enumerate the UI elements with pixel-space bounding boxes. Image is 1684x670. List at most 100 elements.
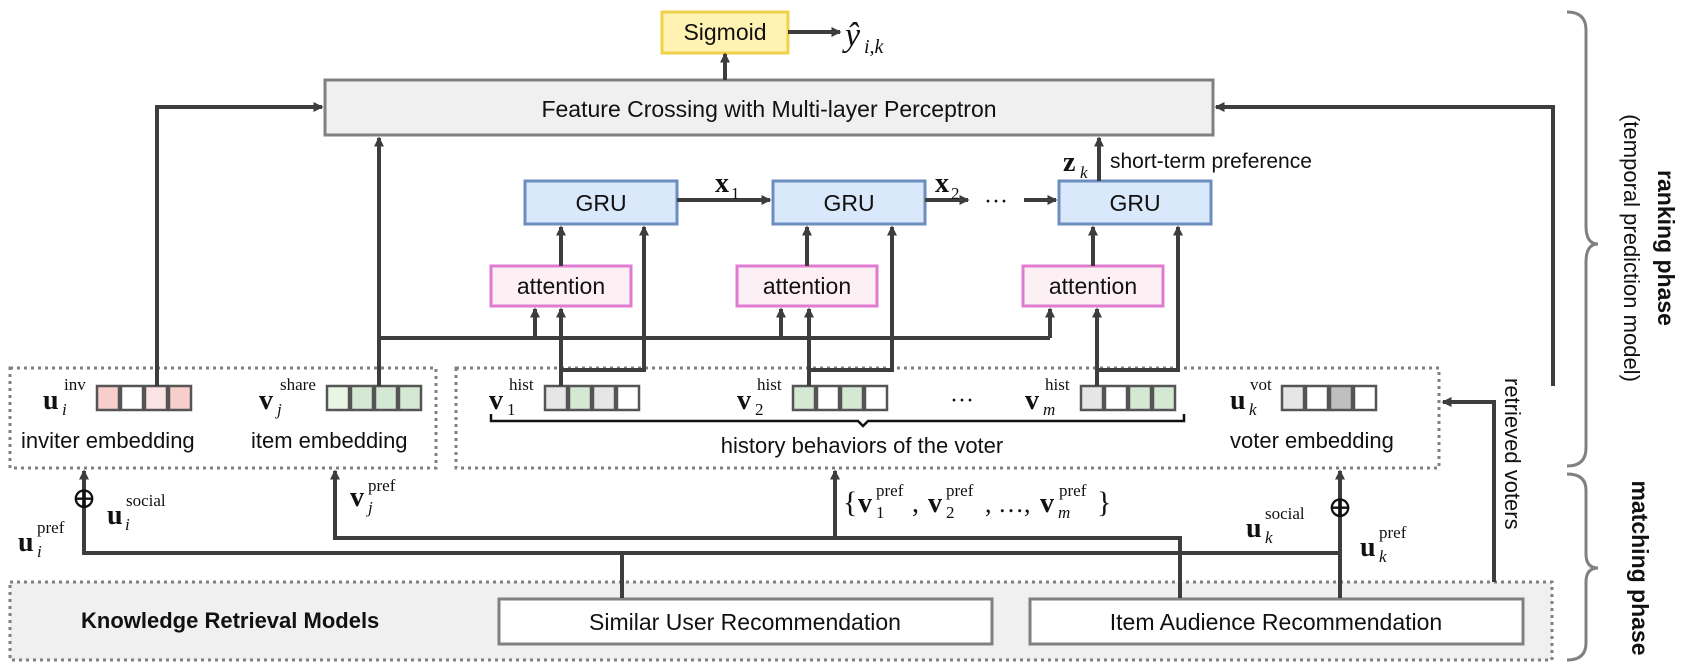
u-k-pref-sub: k <box>1379 547 1387 566</box>
set-v2-sup: pref <box>946 481 974 500</box>
set-v2: v <box>928 488 942 519</box>
v-j-pref: v <box>350 482 364 513</box>
set-vm: v <box>1040 488 1054 519</box>
item-embedding-cells <box>325 384 423 412</box>
u-i-pref-sub: i <box>37 542 42 561</box>
attention-box-3: attention <box>1021 264 1165 308</box>
set-mid: , …, <box>985 489 1031 518</box>
hist-1-embedding: v 1 hist <box>489 375 534 419</box>
v-j-pref-sub: j <box>366 498 373 517</box>
v-j-sup: share <box>280 375 316 394</box>
matching-brace <box>1566 472 1599 662</box>
set-close: } <box>1097 486 1111 519</box>
gru-label-1: GRU <box>575 190 626 216</box>
feature-crossing-box: Feature Crossing with Multi-layer Percep… <box>323 78 1215 137</box>
hist-m-embedding: v m hist <box>1025 375 1070 419</box>
set-comma: , <box>912 488 919 519</box>
u-i-social-sub: i <box>125 515 130 534</box>
oplus-i: ⊕ <box>71 482 96 515</box>
u-k-pref-label: u k pref <box>1360 523 1407 566</box>
history-brace <box>489 414 1186 428</box>
feature-crossing-label: Feature Crossing with Multi-layer Percep… <box>541 96 996 122</box>
gru-label-2: GRU <box>823 190 874 216</box>
u-i-sub: i <box>62 400 67 419</box>
sigmoid-label: Sigmoid <box>683 19 766 45</box>
set-open: { <box>843 486 857 519</box>
u-k-vot: u <box>1230 385 1246 416</box>
x2-sub: 2 <box>951 184 960 203</box>
knowledge-retrieval-label: Knowledge Retrieval Models <box>81 608 379 633</box>
item-audience-box: Item Audience Recommendation <box>1028 597 1525 646</box>
v-2-hist: v <box>737 385 751 416</box>
output-label: ŷ i,k <box>842 17 885 58</box>
attention-box-1: attention <box>489 264 633 308</box>
attention-label-3: attention <box>1049 273 1137 299</box>
x2-label: x <box>935 168 949 199</box>
hist2-embedding-cells <box>791 384 889 412</box>
set-v2-sub: 2 <box>946 503 955 522</box>
history-behaviors-label: history behaviors of the voter <box>721 433 1003 458</box>
v-j-pref-sup: pref <box>368 476 396 495</box>
u-k-pref-sup: pref <box>1379 523 1407 542</box>
v-1-sup: hist <box>509 375 534 394</box>
u-i-pref-label: u i pref <box>18 518 65 561</box>
set-vm-sub: m <box>1058 503 1070 522</box>
inviter-embedding: u i inv inviter embedding <box>21 375 195 453</box>
history-pref-set: { v 1 pref , v 2 pref , …, v m pref } <box>843 481 1111 522</box>
v-m-sup: hist <box>1045 375 1070 394</box>
voter-embedding-label: voter embedding <box>1230 428 1394 453</box>
v-2-sup: hist <box>757 375 782 394</box>
u-i-sup: inv <box>64 375 86 394</box>
ranking-phase-sub: (temporal prediction model) <box>1619 114 1644 382</box>
inviter-embedding-label: inviter embedding <box>21 428 195 453</box>
matching-phase-label: matching phase <box>1627 480 1653 655</box>
v-2-sub: 2 <box>755 400 764 419</box>
u-i-social: u <box>107 500 123 531</box>
short-term-label: short-term preference <box>1110 150 1312 173</box>
sigmoid-box: Sigmoid <box>660 10 790 55</box>
hist-ellipsis: ··· <box>950 388 974 414</box>
voter-embedding-cells <box>1280 384 1378 412</box>
similar-user-label: Similar User Recommendation <box>589 609 901 635</box>
similar-user-box: Similar User Recommendation <box>497 597 994 646</box>
gru-ellipsis: ··· <box>984 189 1008 215</box>
u-i-inv: u <box>43 385 59 416</box>
u-k-sub: k <box>1249 400 1257 419</box>
ranking-phase-label: ranking phase <box>1653 170 1679 326</box>
connectors <box>79 27 1555 598</box>
u-k-social-sup: social <box>1265 504 1305 523</box>
u-i-pref: u <box>18 527 34 558</box>
hist-2-embedding: v 2 hist <box>737 375 782 419</box>
attention-box-2: attention <box>735 264 879 308</box>
histm-embedding-cells <box>1079 384 1177 412</box>
output-sub: i,k <box>864 36 885 58</box>
set-v1-sub: 1 <box>876 503 885 522</box>
voter-group <box>454 366 1441 470</box>
u-k-social-label: u k social <box>1246 504 1305 547</box>
gru-box-3: GRU <box>1057 179 1213 226</box>
v-j-pref-label: v j pref <box>350 476 396 517</box>
gru-label-3: GRU <box>1109 190 1160 216</box>
gru-box-1: GRU <box>523 179 679 226</box>
u-k-sup: vot <box>1250 375 1272 394</box>
item-audience-label: Item Audience Recommendation <box>1110 609 1442 635</box>
x1-label: x <box>715 168 729 199</box>
v-j-share: v <box>259 385 273 416</box>
zk-sub: k <box>1080 163 1088 182</box>
gru-chain-labels: x 1 x 2 ··· z k short-term preference <box>715 147 1312 215</box>
zk-label: z <box>1063 147 1075 178</box>
attention-label-1: attention <box>517 273 605 299</box>
set-v1: v <box>858 488 872 519</box>
voter-embedding: u k vot voter embedding <box>1230 375 1394 453</box>
v-m-hist: v <box>1025 385 1039 416</box>
v-m-sub: m <box>1043 400 1055 419</box>
u-k-social: u <box>1246 513 1262 544</box>
u-i-pref-sup: pref <box>37 518 65 537</box>
set-vm-sup: pref <box>1059 481 1087 500</box>
u-k-social-sub: k <box>1265 528 1273 547</box>
u-i-social-label: u i social <box>107 491 166 534</box>
inviter-embedding-cells <box>95 384 193 412</box>
v-j-sub: j <box>275 400 282 419</box>
output-y: ŷ <box>842 17 861 54</box>
